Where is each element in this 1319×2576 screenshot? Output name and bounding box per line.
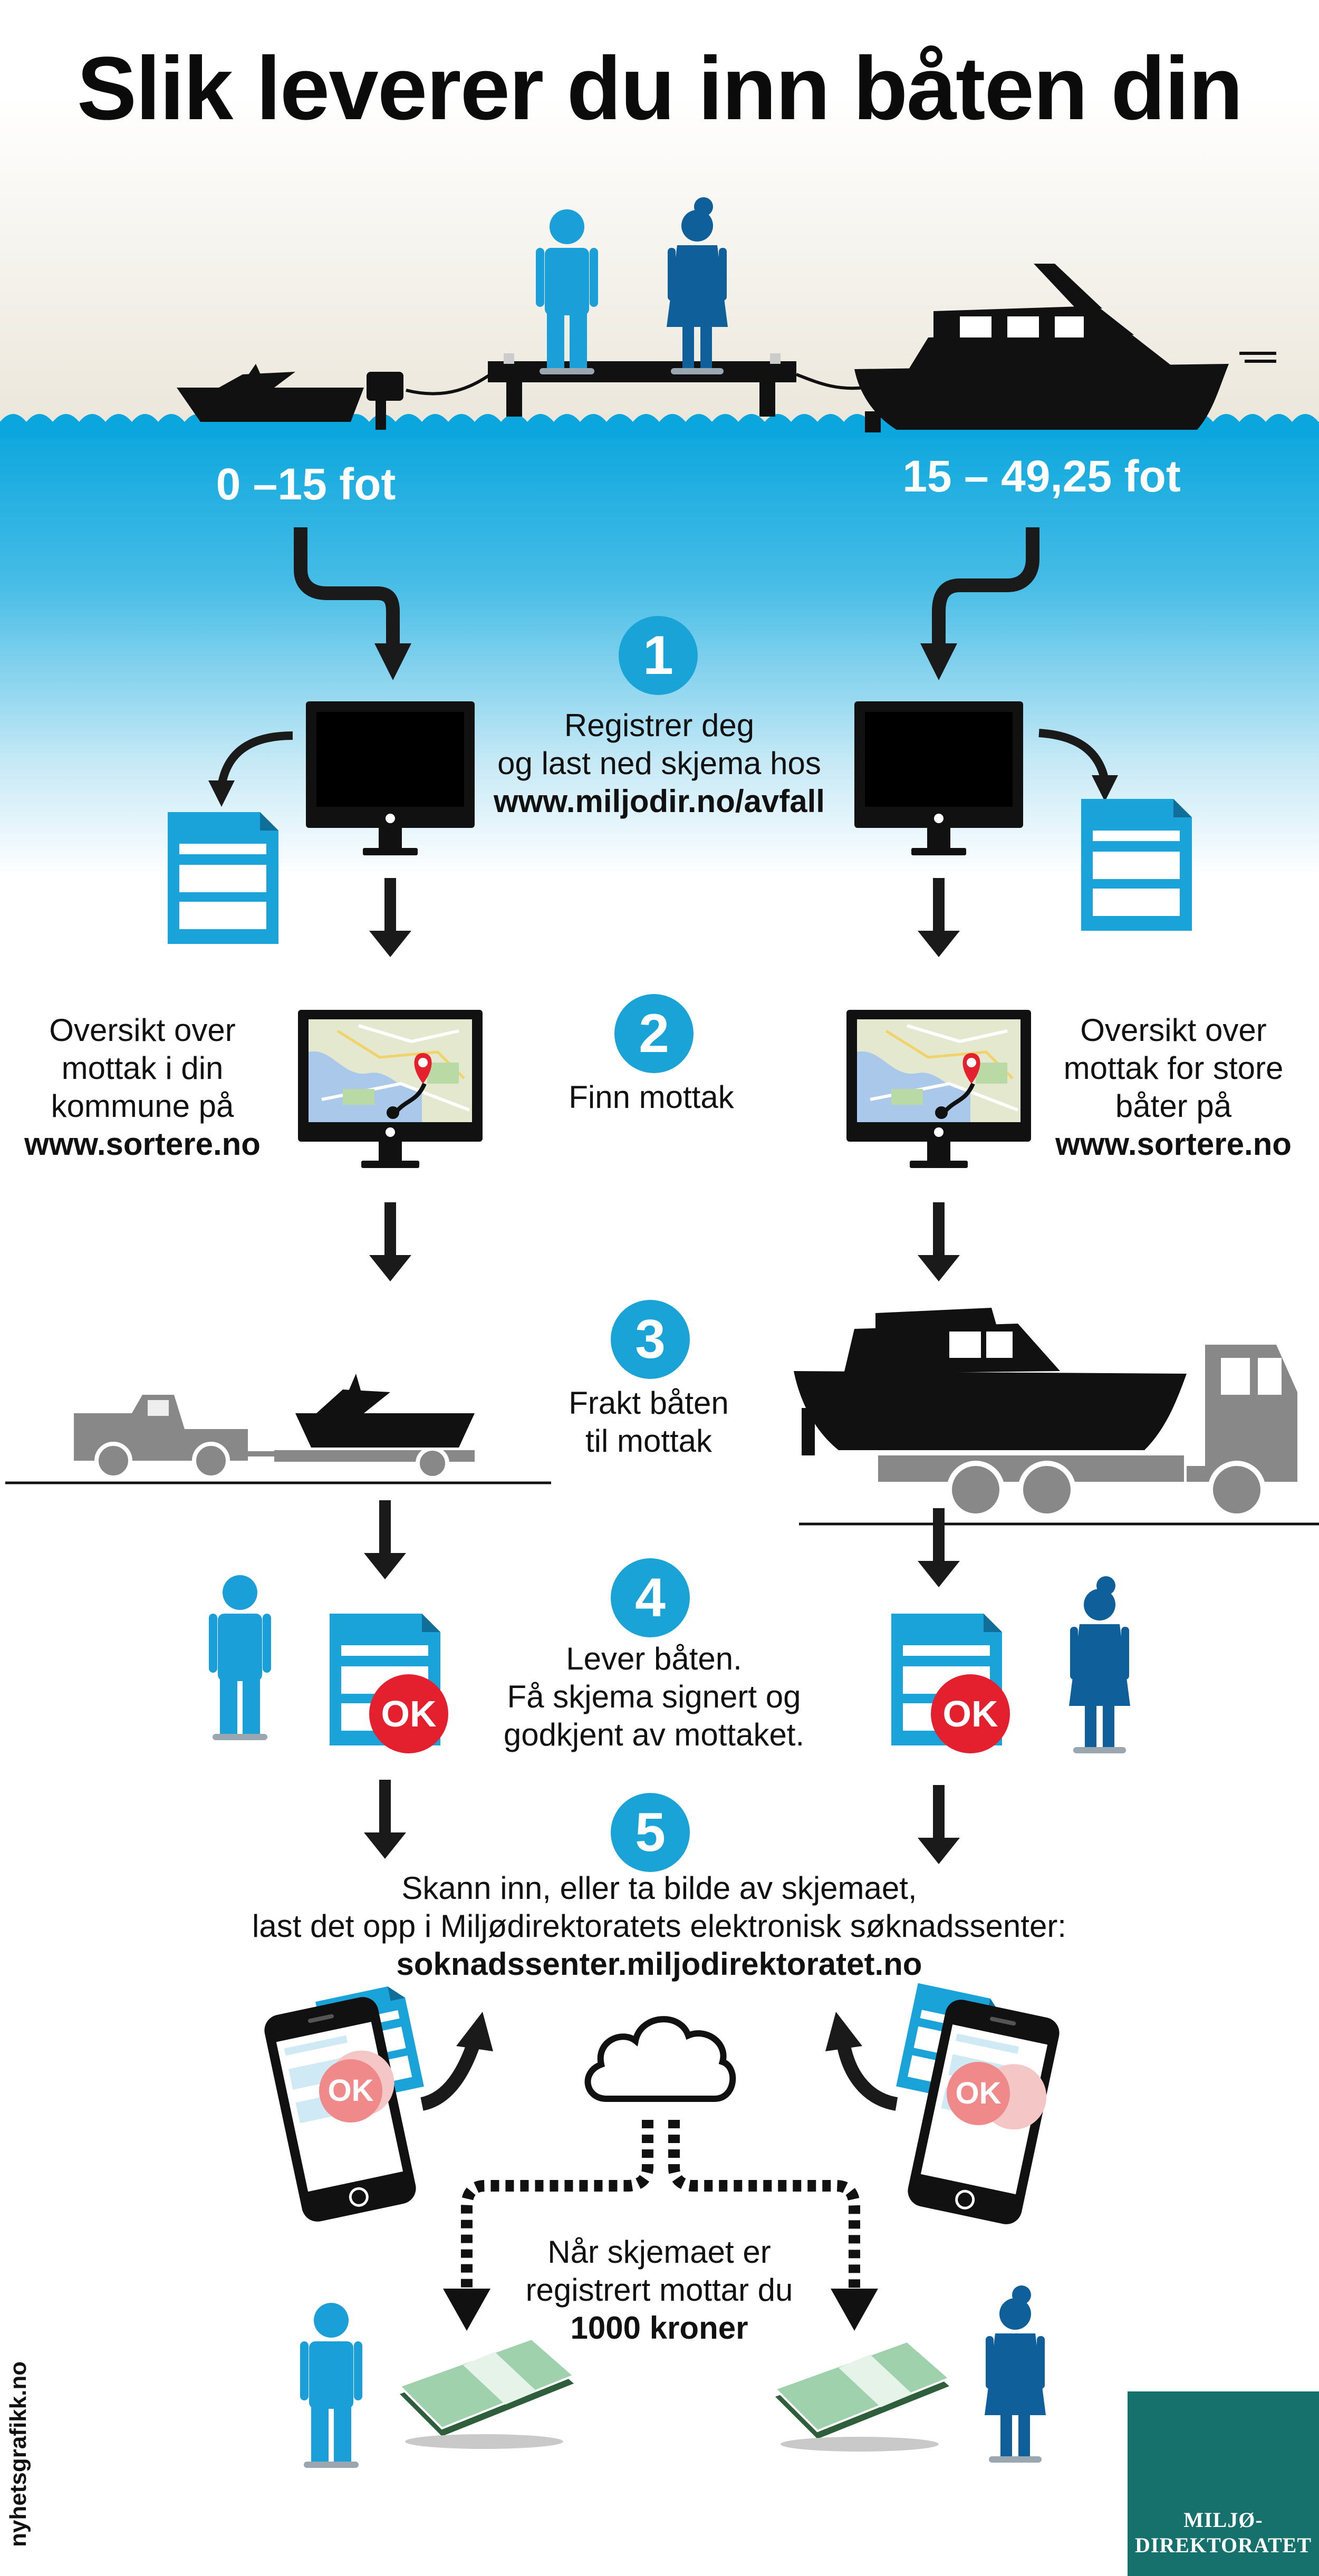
step-2-right-line-3: båter på xyxy=(1115,1088,1232,1124)
money-icon xyxy=(399,2338,575,2450)
logo-line-1: MILJØ- xyxy=(1183,2508,1263,2532)
credit: nyhetsgrafikk.no xyxy=(0,2252,32,2547)
payment-text: Når skjemaet er registrert mottar du 100… xyxy=(496,2233,823,2347)
step-2-left-text: Oversikt over mottak i din kommune på ww… xyxy=(16,1011,269,1163)
ok-badge: OK xyxy=(947,2062,1010,2125)
woman-icon xyxy=(1069,1576,1130,1753)
form-icon xyxy=(168,812,278,944)
truck-icon xyxy=(878,1345,1297,1519)
miljodirektoratet-logo[interactable]: MILJØ- DIREKTORATET xyxy=(1128,2391,1319,2576)
step-5-line-2: last det opp i Miljødirektoratets elektr… xyxy=(252,1908,1066,1944)
step-2-right-text: Oversikt over mottak for store båter på … xyxy=(1047,1011,1300,1163)
large-boat-size-label: 15 – 49,25 fot xyxy=(902,451,1181,501)
step-1-link[interactable]: www.miljodir.no/avfall xyxy=(494,784,825,819)
ok-badge: OK xyxy=(369,1674,448,1753)
step-number-1: 1 xyxy=(619,616,698,695)
step-number-5: 5 xyxy=(611,1793,690,1872)
step-2-left-line-2: mottak i din xyxy=(61,1050,224,1086)
step-4-line-3: godkjent av mottaket. xyxy=(503,1717,805,1752)
ok-badge: OK xyxy=(931,1674,1010,1753)
step-1-line-2: og last ned skjema hos xyxy=(497,746,821,781)
step-3-text: Frakt båten til mottak xyxy=(533,1384,765,1460)
step-3-line-1: Frakt båten xyxy=(569,1385,729,1421)
step-2-right-line-2: mottak for store xyxy=(1063,1050,1284,1086)
step-1-line-1: Registrer deg xyxy=(564,708,755,743)
step-number-2: 2 xyxy=(614,994,694,1073)
person-icon xyxy=(209,1575,271,1740)
ok-badge: OK xyxy=(319,2059,382,2122)
step-2-right-link[interactable]: www.sortere.no xyxy=(1055,1126,1292,1162)
step-2-left-line-1: Oversikt over xyxy=(49,1012,236,1048)
map-icon xyxy=(298,1010,483,1168)
page-title: Slik leverer du inn båten din xyxy=(76,38,1243,139)
step-number-3: 3 xyxy=(611,1300,690,1379)
large-boat-icon xyxy=(854,264,1276,432)
step-5-link[interactable]: soknadssenter.miljodirektoratet.no xyxy=(396,1946,922,1982)
pickup-truck-icon xyxy=(74,1374,475,1480)
map-icon xyxy=(846,1010,1031,1168)
woman-icon xyxy=(985,2285,1046,2463)
logo-line-2: DIREKTORATET xyxy=(1134,2533,1312,2557)
small-boat-icon xyxy=(177,364,403,430)
dock-icon xyxy=(406,353,865,417)
step-4-line-1: Lever båten. xyxy=(566,1641,742,1676)
large-boat-icon xyxy=(794,1308,1187,1455)
cloud-icon xyxy=(584,2016,736,2102)
payment-amount: 1000 kroner xyxy=(570,2310,748,2346)
person-icon xyxy=(300,2303,362,2468)
step-4-text: Lever båten. Få skjema signert og godkje… xyxy=(464,1640,844,1754)
payment-line-1: Når skjemaet er xyxy=(547,2234,771,2270)
step-5-line-1: Skann inn, eller ta bilde av skjemaet, xyxy=(401,1870,917,1906)
step-2-left-line-3: kommune på xyxy=(51,1088,234,1124)
step-3-line-2: til mottak xyxy=(585,1423,713,1459)
money-icon xyxy=(774,2340,950,2453)
step-5-text: Skann inn, eller ta bilde av skjemaet, l… xyxy=(158,1869,1160,1983)
credit-text[interactable]: nyhetsgrafikk.no xyxy=(5,2361,31,2547)
payment-line-2: registrert mottar du xyxy=(525,2272,793,2308)
step-number-4: 4 xyxy=(611,1558,690,1637)
arrow-icon xyxy=(294,527,400,649)
small-boat-size-label: 0 –15 fot xyxy=(216,459,396,509)
step-4-line-2: Få skjema signert og xyxy=(507,1679,801,1714)
step-2-right-line-1: Oversikt over xyxy=(1080,1012,1267,1048)
step-1-text: Registrer deg og last ned skjema hos www… xyxy=(464,707,854,821)
step-2-text: Finn mottak xyxy=(569,1079,734,1115)
arrow-icon xyxy=(932,527,1039,649)
step-2-left-link[interactable]: www.sortere.no xyxy=(24,1126,261,1162)
form-icon xyxy=(1081,799,1192,931)
